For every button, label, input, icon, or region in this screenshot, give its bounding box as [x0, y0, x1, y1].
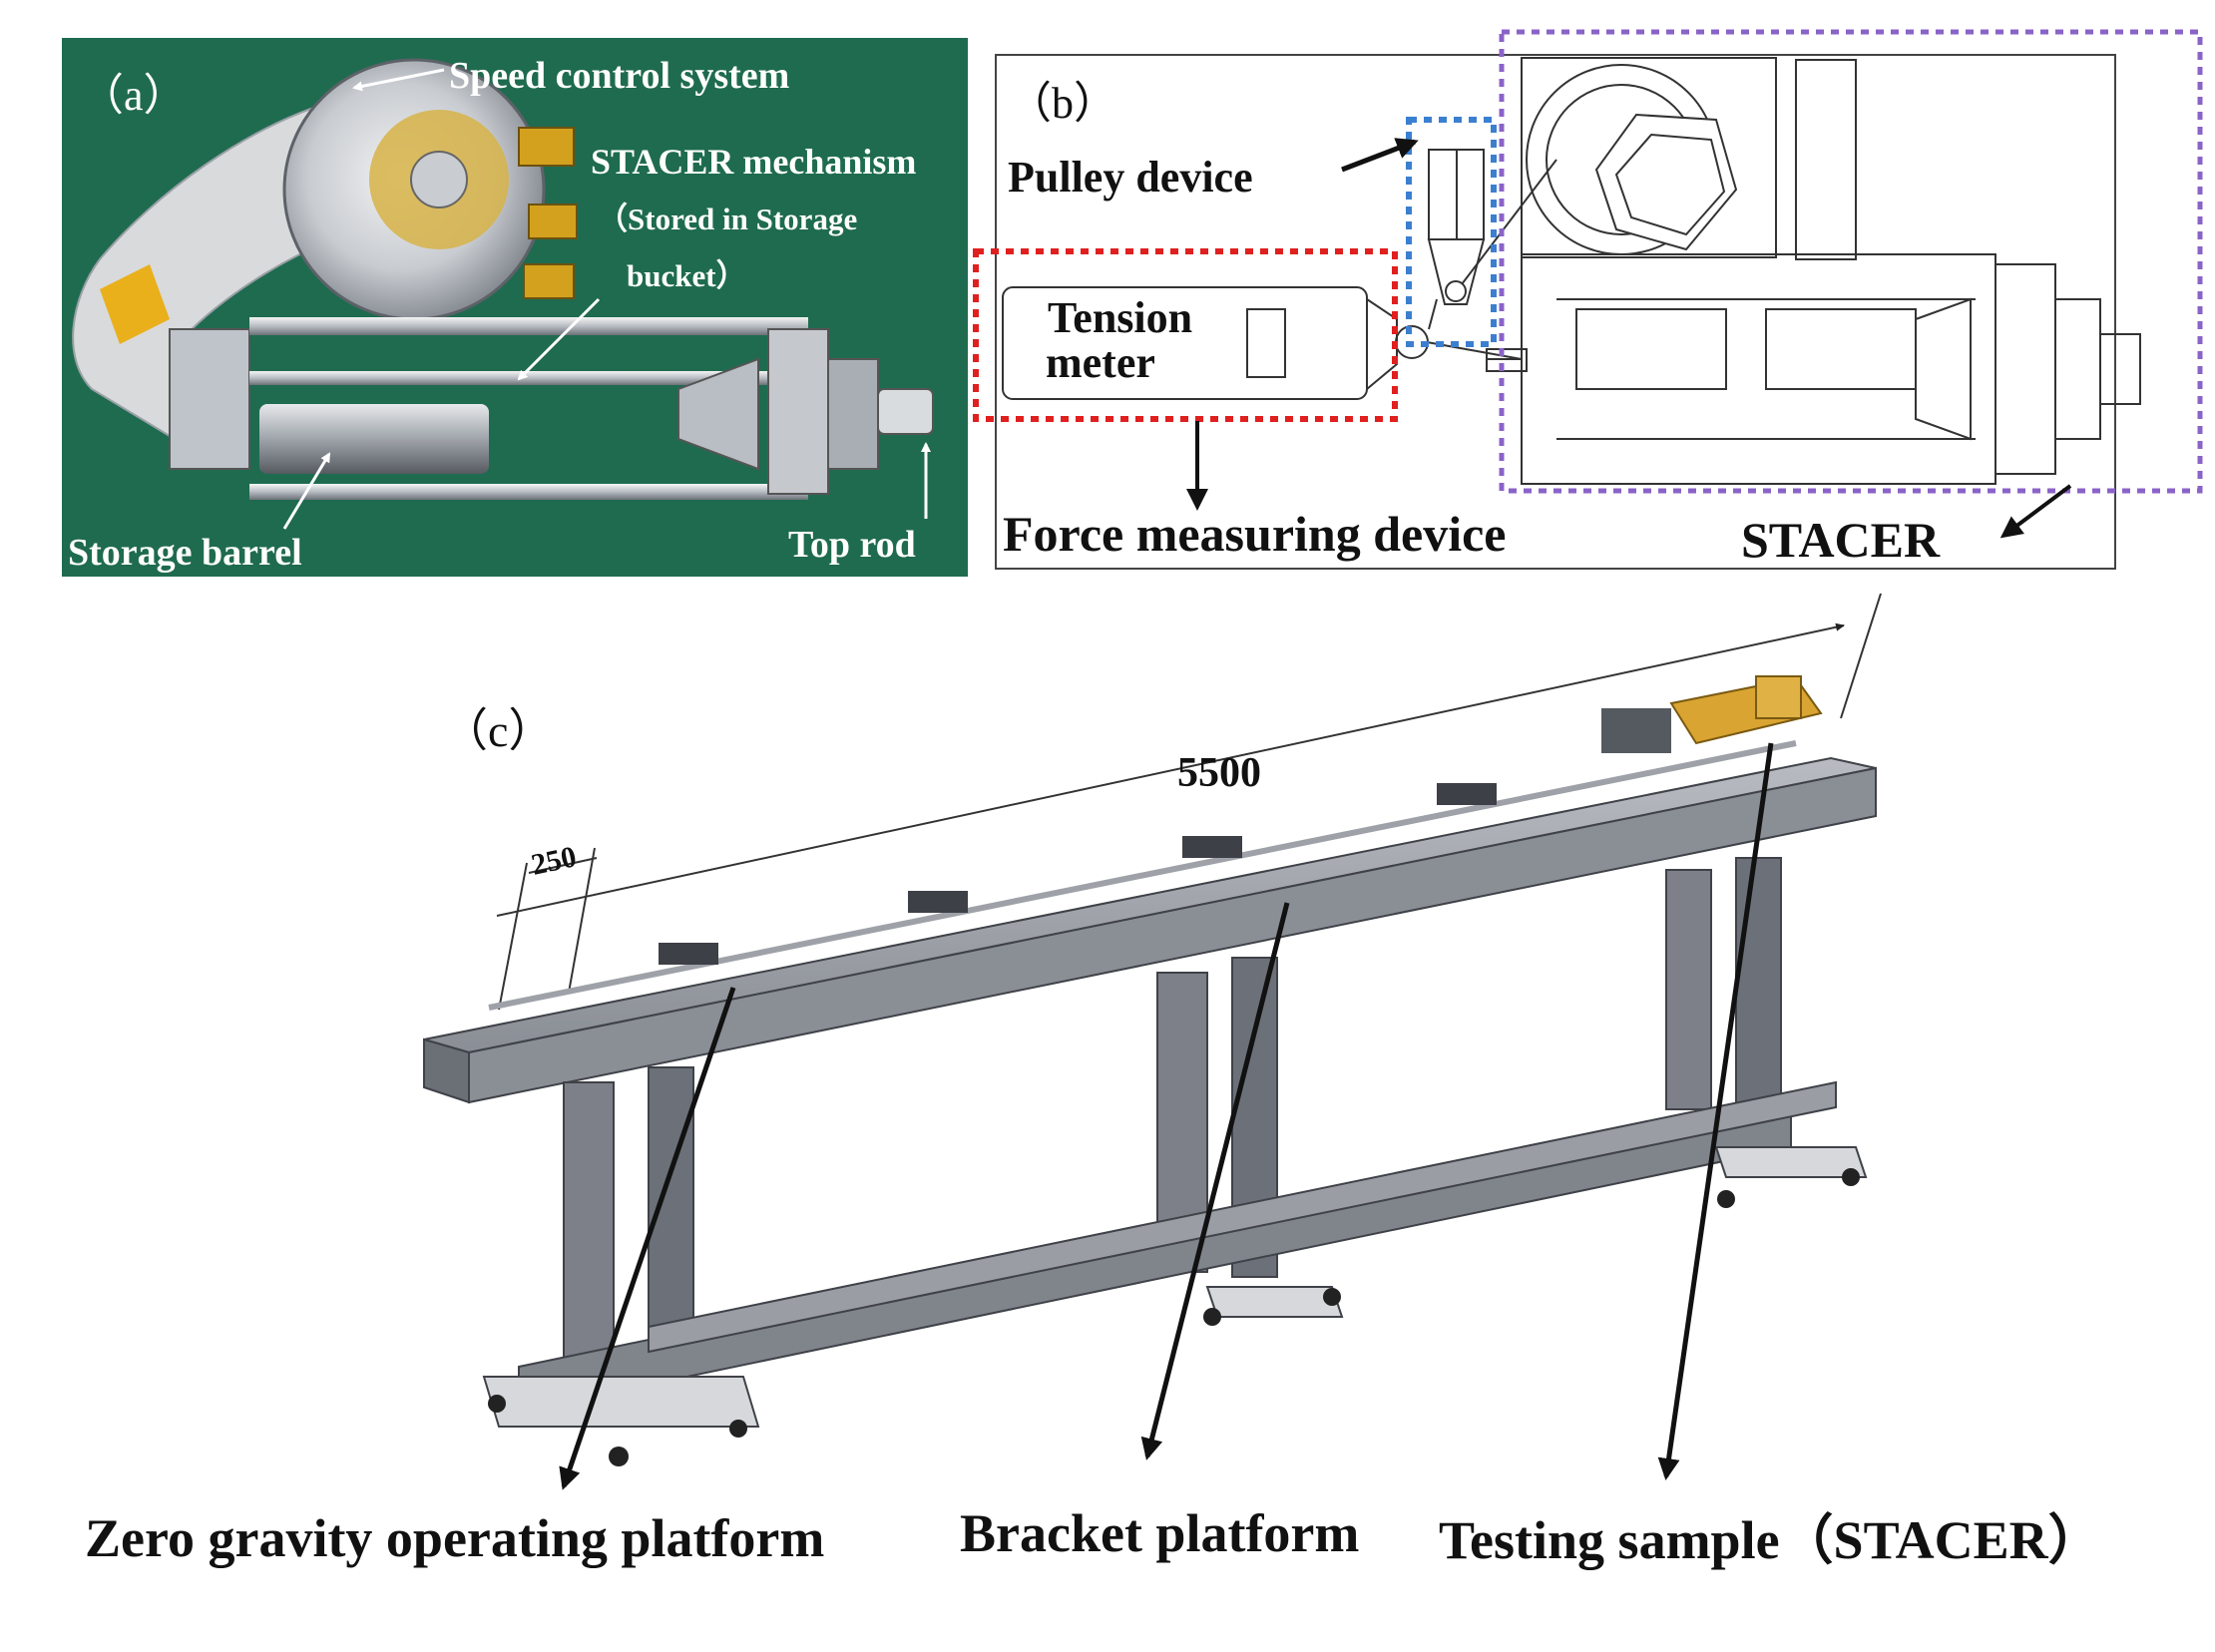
label-stacer-mechanism: STACER mechanism	[591, 142, 916, 182]
dimension-line-250	[528, 857, 598, 874]
panel-a: （a） Speed control system STACER mechanis…	[62, 38, 968, 577]
top-beam-top	[423, 756, 1877, 1054]
gold-connector-3	[523, 263, 575, 299]
right-flange	[767, 328, 829, 495]
arrow-storage-barrel	[282, 452, 331, 530]
base-plate-1	[482, 1376, 760, 1428]
ribbon-yellow-label	[100, 264, 170, 344]
top-beam-side	[468, 766, 1877, 1104]
panel-c: （c） 5500 250	[85, 593, 2102, 1570]
panel-b-tag: （b）	[1008, 79, 1117, 128]
leg-6	[1735, 857, 1782, 1113]
caster-wheels	[488, 1168, 1860, 1466]
arrow-testing-sample	[1657, 742, 1774, 1480]
left-end-plate	[169, 328, 250, 470]
leg-5	[1665, 869, 1712, 1110]
top-rod-tip	[877, 388, 934, 435]
label-bracket: Bracket platform	[960, 1503, 1359, 1563]
dimension-250: 250	[529, 840, 580, 882]
stacer-highlight-box	[1499, 29, 2203, 494]
frame-rod-mid	[249, 371, 808, 385]
frame-rod-bottom	[249, 484, 808, 500]
gold-connector-1	[518, 127, 575, 167]
gold-connector-2	[528, 204, 578, 239]
frame-rod-top	[249, 317, 808, 335]
platform-frame	[423, 756, 1877, 1428]
arrow-stacer	[1999, 484, 2072, 539]
end-drum	[827, 358, 879, 470]
label-force-measuring: Force measuring device	[1003, 506, 1507, 562]
label-testing-sample: Testing sample（STACER）	[1439, 1510, 2102, 1570]
dimension-extension-right	[1840, 593, 1882, 719]
arrow-speed-control	[352, 68, 445, 92]
dimension-line-5500	[496, 622, 1845, 917]
pulley-drawing	[1427, 149, 1557, 330]
label-pulley-device: Pulley device	[1008, 153, 1253, 202]
dimension-ext-250b	[568, 847, 596, 994]
panel-c-tag: （c）	[442, 705, 554, 756]
panel-b: （b） Pulley device Tension meter Force me…	[973, 29, 2203, 570]
dimension-ext-250a	[498, 862, 528, 1011]
reel-center	[410, 151, 468, 208]
label-stored-line2: bucket）	[627, 258, 747, 293]
label-top-rod: Top rod	[788, 524, 916, 566]
tension-meter-display	[1246, 308, 1286, 378]
slider-carriages	[659, 783, 1497, 965]
pulley-highlight-box	[1406, 117, 1497, 347]
base-plate-2	[1205, 1286, 1344, 1318]
label-stored-line1: （Stored in Storage	[597, 202, 857, 236]
label-tension-line1: Tension	[1048, 293, 1192, 342]
testing-sample-model	[1601, 675, 1823, 753]
arrow-stacer-mechanism	[517, 297, 601, 381]
leg-1	[563, 1081, 615, 1388]
label-tension-line2: meter	[1046, 338, 1155, 387]
arrow-zero-gravity	[559, 987, 736, 1490]
tension-meter-body	[1002, 286, 1368, 400]
base-plate-3	[1714, 1146, 1868, 1178]
arrow-pulley-device	[1341, 138, 1419, 173]
storage-barrel-body	[259, 404, 489, 474]
bottom-beam-back	[648, 1080, 1837, 1354]
panel-a-tag: （a）	[80, 71, 188, 120]
stacer-drawing	[1486, 57, 2141, 485]
label-stacer: STACER	[1741, 512, 1941, 568]
dimension-5500: 5500	[1177, 750, 1261, 796]
label-storage-barrel: Storage barrel	[68, 532, 302, 574]
label-zero-gravity: Zero gravity operating platform	[85, 1508, 824, 1568]
label-speed-control: Speed control system	[449, 55, 789, 97]
arrow-bracket	[1140, 902, 1290, 1460]
force-highlight-box	[973, 248, 1398, 422]
cone-section	[677, 357, 759, 471]
